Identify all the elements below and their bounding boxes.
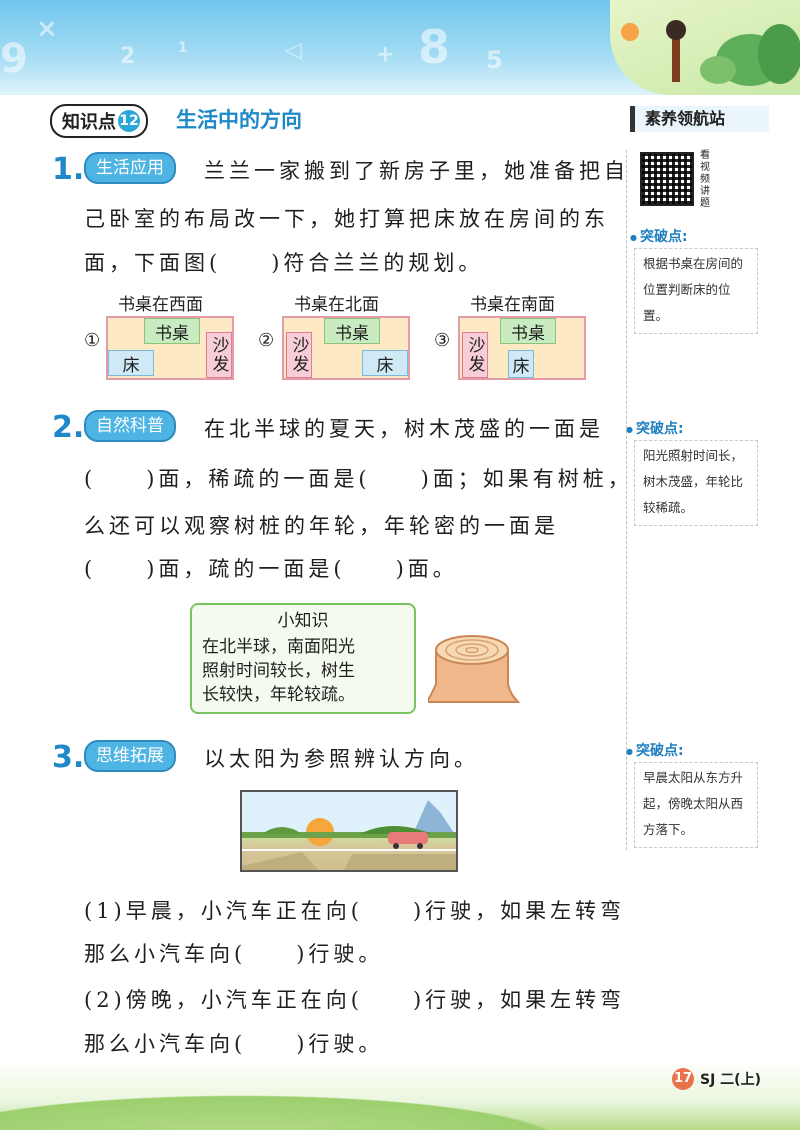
question-2-tag: 自然科普 (84, 410, 176, 442)
question-1-text-line: 己卧室的布局改一下，她打算把床放在房间的东 (84, 207, 609, 231)
question-2-text-line: 么还可以观察树桩的年轮，年轮密的一面是 (84, 514, 559, 538)
sunrise-road-scene (240, 790, 458, 872)
tip-box: 早晨太阳从东方升起，傍晚太阳从西方落下。 (634, 762, 758, 848)
bed-block: 床 (108, 350, 154, 376)
decor-digit: 1 (178, 40, 188, 56)
question-3-sub1-line: 那么小汽车向( )行驶。 (84, 942, 384, 966)
question-1-tag: 生活应用 (84, 152, 176, 184)
decor-digit: + (376, 42, 395, 67)
sidebar-divider (626, 150, 627, 850)
tip-title: 突破点: (626, 740, 684, 760)
leaf-illustration (621, 20, 800, 86)
room-caption: 书桌在西面 (118, 295, 203, 315)
knowledge-note-line: 在北半球，南面阳光 (202, 637, 355, 657)
qr-caption: 看视频讲题 (700, 150, 710, 209)
tip-title: 突破点: (626, 418, 684, 438)
question-1-number: 1. (52, 152, 85, 187)
tip-box: 根据书桌在房间的位置判断床的位置。 (634, 248, 758, 334)
knowledge-note-line: 长较快，年轮较疏。 (202, 685, 355, 705)
question-3-prompt: 以太阳为参照辨认方向。 (204, 747, 479, 771)
knowledge-point-label: 知识点 (62, 112, 116, 133)
question-2-text-line: ( )面，稀疏的一面是( )面；如果有树桩，那 (84, 467, 658, 491)
knowledge-note-line: 照射时间较长，树生 (202, 661, 355, 681)
bed-block: 床 (362, 350, 408, 376)
desk-block: 书桌 (144, 318, 200, 344)
room-caption: 书桌在南面 (470, 295, 555, 315)
question-3-tag-wrap: 思维拓展 (84, 740, 176, 772)
sofa-block: 沙发 (286, 332, 312, 378)
question-1-text-line: 兰兰一家搬到了新房子里，她准备把自 (204, 159, 629, 183)
tip-title: 突破点: (630, 226, 688, 246)
sofa-block: 沙发 (462, 332, 488, 378)
tip-box: 阳光照射时间长，树木茂盛，年轮比较稀疏。 (634, 440, 758, 526)
desk-block: 书桌 (324, 318, 380, 344)
question-3-number: 3. (52, 740, 85, 775)
sofa-block: 沙发 (206, 332, 232, 378)
footer-decoration (0, 1060, 800, 1130)
question-3-tag: 思维拓展 (84, 740, 176, 772)
decor-digit: × (36, 14, 58, 44)
question-2-text-line: ( )面，疏的一面是( )面。 (84, 557, 458, 581)
room-caption: 书桌在北面 (294, 295, 379, 315)
decor-digit: ◁ (285, 38, 302, 63)
option-number: ② (258, 330, 275, 351)
knowledge-note-title: 小知识 (277, 611, 329, 631)
sidebar-title: 素养领航站 (630, 106, 769, 132)
room-plan-option-3: 沙发 书桌 床 (458, 316, 586, 380)
decor-digit: 2 (120, 44, 136, 69)
room-plan-option-1: 书桌 床 沙发 (106, 316, 234, 380)
decor-digit: 5 (486, 46, 503, 74)
qr-code[interactable] (640, 152, 694, 206)
question-1-text-line: 面，下面图( )符合兰兰的规划。 (84, 251, 484, 275)
knowledge-note-box: 小知识 在北半球，南面阳光 照射时间较长，树生 长较快，年轮较疏。 (190, 603, 416, 714)
tree-stump-illustration (428, 635, 520, 703)
book-code: SJ 二(上) (700, 1072, 761, 1088)
decor-digit: 9 (0, 36, 28, 82)
question-3-sub2-line: (2)傍晚，小汽车正在向( )行驶，如果左转弯 (84, 988, 626, 1012)
room-plan-option-2: 书桌 沙发 床 (282, 316, 410, 380)
question-3-sub2-line: 那么小汽车向( )行驶。 (84, 1032, 384, 1056)
option-number: ① (84, 330, 101, 351)
question-2-text-line: 在北半球的夏天，树木茂盛的一面是 (204, 417, 604, 441)
option-number: ③ (434, 330, 451, 351)
page-number: 17 (672, 1068, 694, 1090)
bed-block: 床 (508, 350, 534, 378)
decor-digit: 8 (418, 20, 451, 74)
question-1-tag-wrap: 生活应用 (84, 152, 176, 184)
leaf-decoration (610, 0, 800, 95)
question-2-number: 2. (52, 410, 85, 445)
desk-block: 书桌 (500, 318, 556, 344)
knowledge-point-badge: 知识点 12 (50, 104, 148, 138)
scene-illustration (242, 800, 456, 870)
question-2-tag-wrap: 自然科普 (84, 410, 176, 442)
question-3-sub1-line: (1)早晨，小汽车正在向( )行驶，如果左转弯 (84, 899, 626, 923)
knowledge-point-number: 12 (118, 110, 140, 132)
section-title: 生活中的方向 (176, 108, 302, 132)
